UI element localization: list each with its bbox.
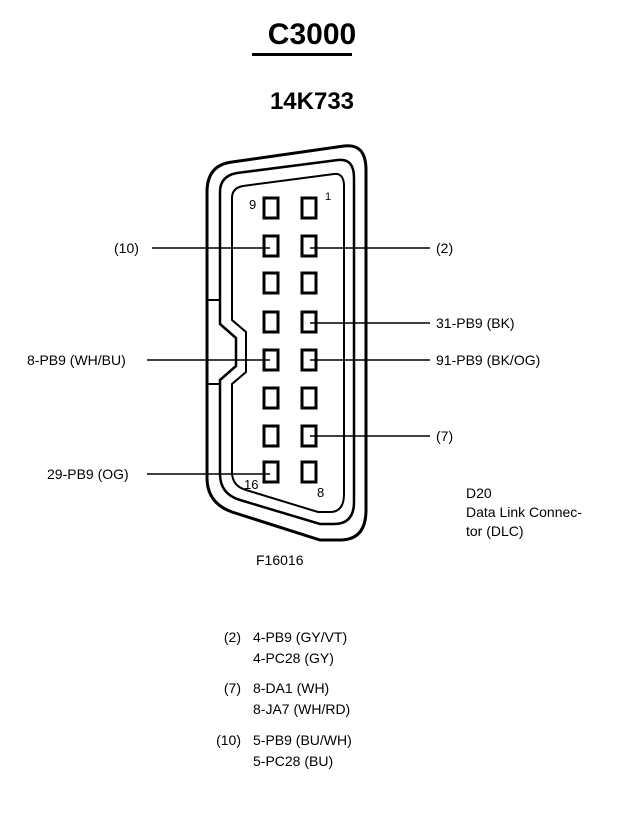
- pin-8: [300, 460, 318, 484]
- legend-circuit: 4-PB9 (GY/VT): [253, 629, 348, 645]
- pin-11: [262, 271, 280, 295]
- pin-6: [300, 386, 318, 410]
- callout-10: (10): [114, 240, 139, 256]
- legend-circuit: 5-PB9 (BU/WH): [253, 732, 352, 748]
- connector-code: D20: [466, 485, 492, 501]
- legend-circuit: 5-PC28 (BU): [253, 753, 334, 769]
- connector-name-line1: Data Link Connec-: [466, 504, 582, 520]
- pin-column-left: [262, 196, 280, 484]
- connector-title: C3000: [267, 18, 357, 51]
- pin-14: [262, 386, 280, 410]
- connector-latch: [207, 299, 220, 385]
- pin-10: [262, 234, 280, 258]
- figure-id: F16016: [256, 552, 304, 568]
- pin-label-8: 8: [317, 485, 325, 500]
- callout-31-pb9: 31-PB9 (BK): [436, 315, 515, 331]
- connector-name-line2: tor (DLC): [466, 523, 524, 539]
- pin-1: [300, 196, 318, 220]
- pin-4: [300, 310, 318, 334]
- pin-15: [262, 424, 280, 448]
- legend-circuit: 4-PC28 (GY): [253, 650, 334, 666]
- callout-2: (2): [436, 240, 454, 256]
- title-underline: [252, 53, 352, 56]
- pin-12: [262, 310, 280, 334]
- callout-29-pb9: 29-PB9 (OG): [47, 466, 129, 482]
- pin-9: [262, 196, 280, 220]
- pin-2: [300, 234, 318, 258]
- legend-key: (10): [216, 732, 241, 748]
- connector-inner-shell: [218, 158, 356, 526]
- pin-label-16: 16: [244, 477, 259, 492]
- pin-label-9: 9: [249, 197, 257, 212]
- pin-16: [262, 460, 280, 484]
- legend-circuit: 8-JA7 (WH/RD): [253, 701, 351, 717]
- legend-circuit: 8-DA1 (WH): [253, 680, 330, 696]
- leader-lines: [147, 247, 430, 475]
- callout-91-pb9: 91-PB9 (BK/OG): [436, 352, 541, 368]
- pin-column-right: [300, 196, 318, 484]
- connector-inner-cavity: [231, 172, 345, 513]
- part-number: 14K733: [269, 88, 355, 115]
- legend-key: (7): [223, 680, 241, 696]
- pin-3: [300, 271, 318, 295]
- pin-label-1: 1: [325, 191, 332, 203]
- connector-outer-shell: [205, 144, 368, 542]
- callout-7: (7): [436, 428, 454, 444]
- legend-key: (2): [223, 629, 241, 645]
- callout-8-pb9: 8-PB9 (WH/BU): [27, 352, 126, 368]
